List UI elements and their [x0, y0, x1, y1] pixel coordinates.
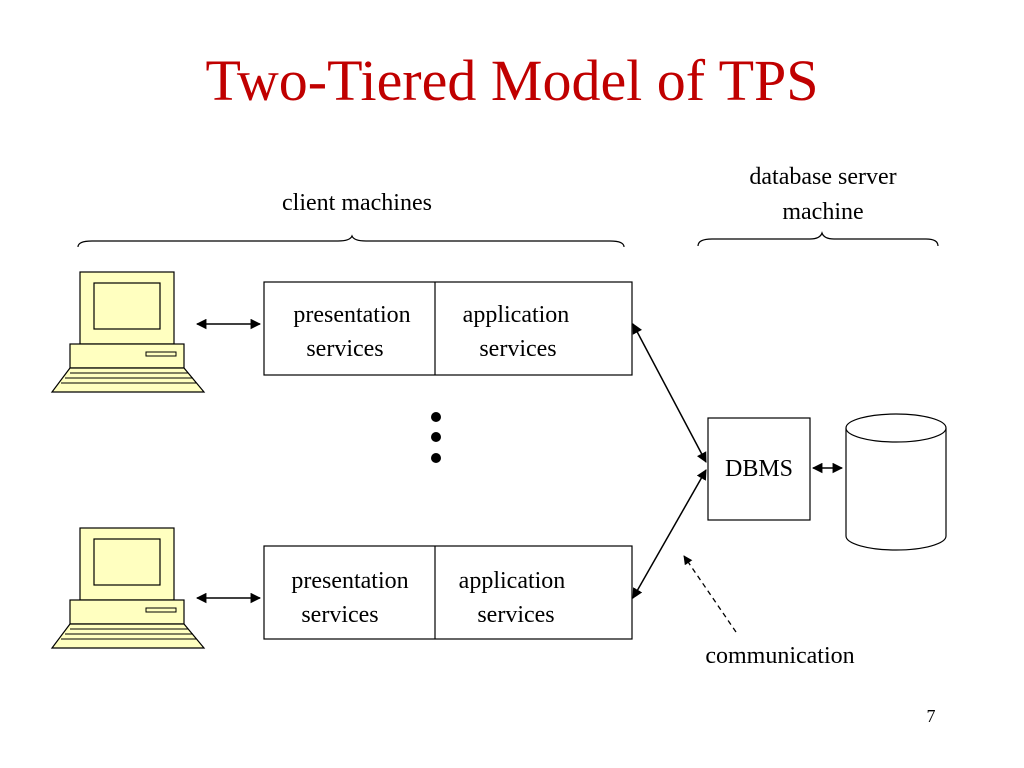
- client2-dbms-arrow: [632, 469, 707, 599]
- application-services-label: services: [479, 336, 557, 362]
- application-services-label: application: [458, 568, 566, 594]
- client-machines-brace: [77, 234, 625, 248]
- client-box-2: [263, 545, 633, 640]
- database-cylinder-icon: [845, 413, 947, 551]
- presentation-services-label: services: [301, 602, 379, 628]
- application-services-label: application: [462, 302, 570, 328]
- page-number: 7: [926, 706, 936, 726]
- presentation-services-label: presentation: [293, 302, 411, 328]
- computer-icon: [50, 271, 206, 393]
- client1-dbms-arrow: [632, 323, 707, 463]
- presentation-services-label: services: [306, 336, 384, 362]
- dbms-box: [707, 417, 811, 521]
- dbms-label: DBMS: [724, 456, 794, 482]
- db-server-brace: [697, 231, 939, 247]
- computer-icon: [50, 527, 206, 649]
- ellipsis-dots-icon: [431, 412, 441, 463]
- communication-pointer: [683, 555, 737, 633]
- communication-label: communication: [705, 643, 855, 669]
- client-box-1: [263, 281, 633, 376]
- presentation-services-label: presentation: [291, 568, 409, 594]
- slide-title: Two-Tiered Model of TPS: [205, 48, 819, 113]
- application-services-label: services: [477, 602, 555, 628]
- db-server-label-line2: machine: [782, 199, 864, 225]
- client-machines-label: client machines: [282, 190, 432, 216]
- db-server-label-line1: database server: [749, 164, 897, 190]
